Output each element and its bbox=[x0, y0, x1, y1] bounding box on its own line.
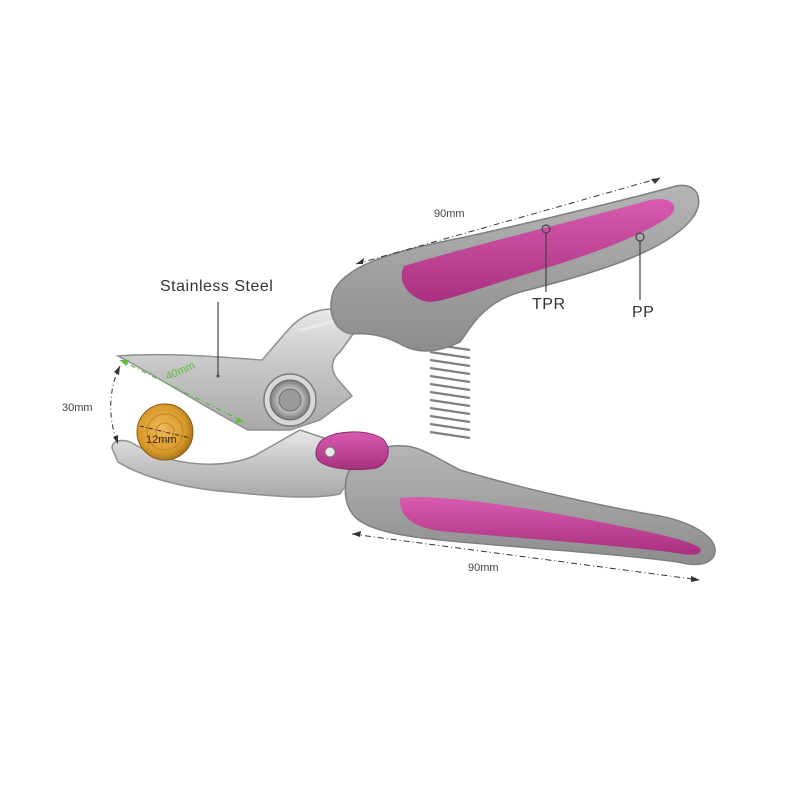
label-stainless-steel: Stainless Steel bbox=[160, 278, 274, 295]
arrow-jaw-bottom bbox=[113, 435, 118, 444]
leader-dot-pp bbox=[635, 232, 645, 242]
label-dim-bottom-handle: 90mm bbox=[468, 562, 499, 574]
dimension-jaw-line bbox=[110, 365, 121, 445]
dimension-top-handle-line bbox=[355, 177, 661, 265]
arrow-top-left bbox=[356, 258, 364, 264]
leader-dot-tpr bbox=[541, 224, 551, 234]
label-tpr: TPR bbox=[532, 296, 566, 313]
safety-lock bbox=[315, 431, 389, 471]
label-dim-jaw: 30mm bbox=[62, 402, 93, 414]
lower-handle bbox=[344, 445, 716, 566]
upper-handle bbox=[330, 184, 700, 352]
dimension-wood-line bbox=[139, 425, 191, 439]
arrow-top-right bbox=[651, 178, 660, 184]
leader-dot-stainless bbox=[216, 374, 220, 378]
label-dim-top-handle: 90mm bbox=[434, 208, 465, 220]
arrow-blade-left bbox=[120, 360, 129, 366]
spring bbox=[429, 342, 471, 440]
arrow-blade-right bbox=[235, 417, 244, 423]
arrow-bottom-left bbox=[352, 531, 361, 537]
pivot-bolt bbox=[263, 373, 317, 427]
label-dim-wood: 12mm bbox=[146, 434, 177, 446]
arrow-jaw-top bbox=[114, 366, 120, 375]
wood-sample bbox=[136, 403, 194, 461]
label-pp: PP bbox=[632, 304, 655, 321]
arrow-bottom-right bbox=[691, 576, 700, 582]
